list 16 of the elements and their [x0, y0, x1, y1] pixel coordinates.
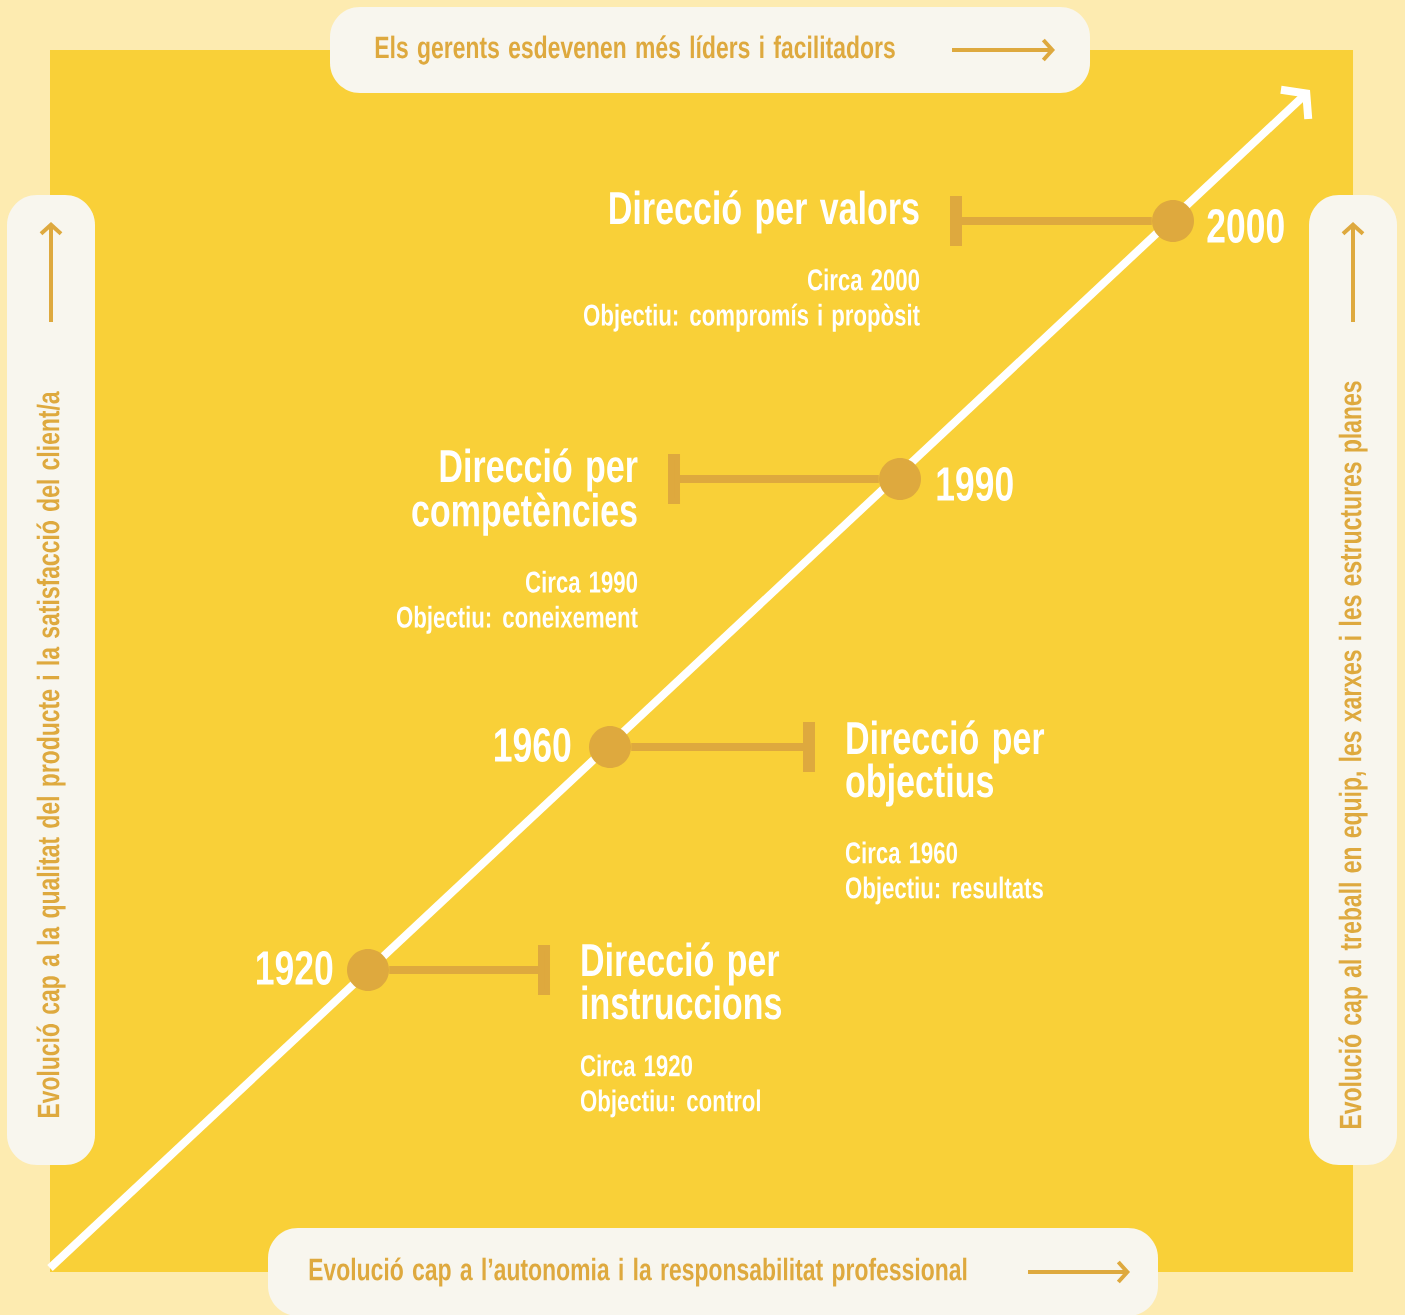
connector	[389, 945, 550, 995]
year-label: 1990	[937, 467, 1013, 501]
banner: Evolució cap a la qualitat del producte i la satisfacció del client/a	[7, 195, 95, 1165]
stage-label: Direcció per valors Circa 2000 Objectiu: compromís i propòsit	[584, 190, 920, 332]
banner: Evolució cap al treball en equip, les xarxes i les estructures planes	[1309, 195, 1397, 1165]
stage-label: Direcció per objectius Circa 1960 Objectiu: resultats	[845, 720, 1045, 905]
connector	[668, 454, 879, 504]
stage-label: Direcció per competències Circa 1990 Objectiu: coneixement	[396, 448, 638, 634]
connector	[950, 196, 1152, 246]
stage-label: Direcció per instruccions Circa 1920 Objectiu: control	[580, 942, 781, 1118]
year-label: 1960	[495, 728, 571, 762]
banner: Els gerents esdevenen més líders i facilitadors	[330, 7, 1090, 93]
banner: Evolució cap a l’autonomia i la responsabilitat professional	[268, 1228, 1158, 1315]
year-label: 1920	[257, 951, 333, 985]
year-label: 2000	[1207, 209, 1284, 243]
connector	[631, 722, 815, 772]
